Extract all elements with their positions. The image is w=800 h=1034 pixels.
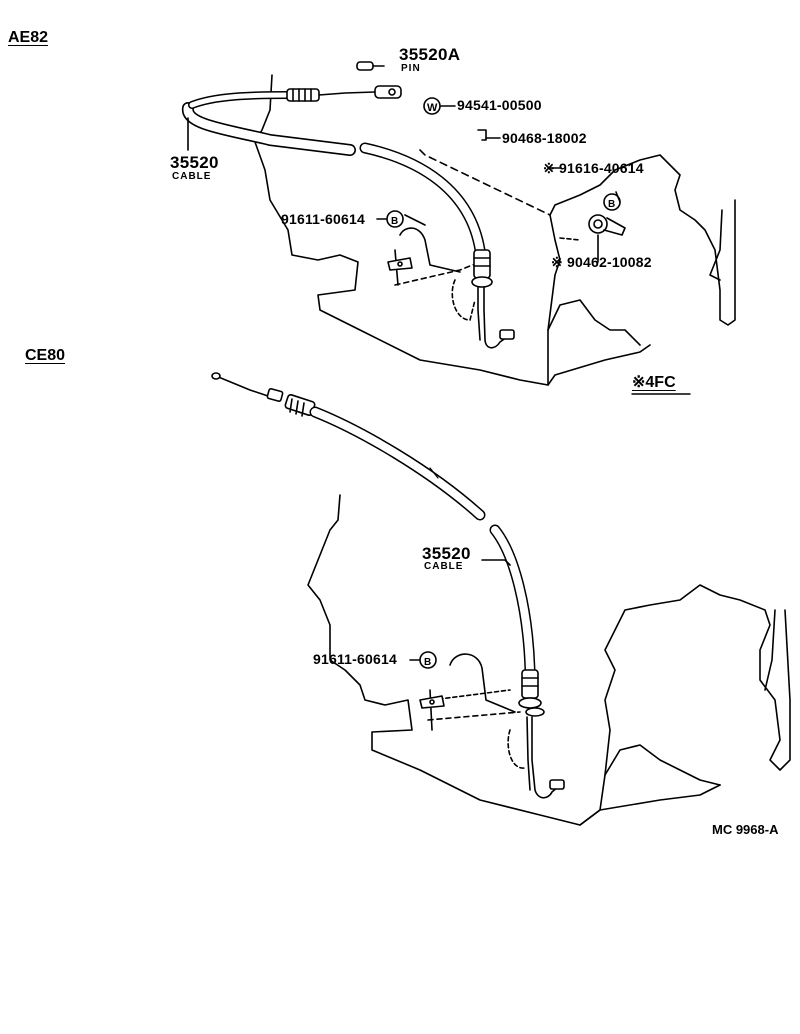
part-number-cable-ce80: 35520: [422, 544, 471, 563]
diagram-reference-code: MC 9968-A: [712, 822, 779, 837]
ae82-cable-assembly: [182, 85, 515, 349]
clamp-icon: [588, 214, 626, 263]
section-label-ae82: AE82: [8, 29, 49, 46]
part-number-pin: 35520A: [399, 45, 461, 64]
svg-text:B: B: [608, 199, 615, 210]
part-number-bolt-ae82: 91611-60614: [281, 211, 365, 227]
part-name-pin: PIN: [401, 63, 421, 74]
bolt-b-icon: B: [386, 210, 413, 271]
part-number-bolt-ce80: 91611-60614: [313, 651, 397, 667]
part-number-washer: 94541-00500: [457, 97, 542, 113]
pin-icon: [356, 61, 385, 71]
svg-text:W: W: [427, 102, 438, 114]
part-number-clamp-star: ※ 90462-10082: [551, 254, 652, 270]
part-number-cable-ae82: 35520: [170, 153, 219, 172]
ae82-leader-lines: [187, 117, 621, 220]
section-label-ce80: CE80: [25, 347, 66, 364]
svg-text:B: B: [391, 216, 398, 227]
washer-w-icon: W: [423, 97, 456, 115]
ce80-transmission-outline: [307, 494, 791, 826]
part-number-clip: 90468-18002: [502, 130, 587, 146]
svg-text:B: B: [424, 657, 431, 668]
ce80-leader-lines: [481, 559, 511, 566]
section-label-4fc-note: ※4FC: [632, 374, 676, 391]
clip-icon: [477, 129, 501, 141]
bolt-b-icon: B: [409, 651, 445, 709]
ae82-transmission-outline: [254, 74, 736, 386]
part-number-bolt-star: ※ 91616-40614: [543, 160, 644, 176]
part-name-cable-ae82: CABLE: [172, 171, 212, 182]
ce80-cable-assembly: [211, 372, 565, 799]
part-name-cable-ce80: CABLE: [424, 561, 464, 572]
